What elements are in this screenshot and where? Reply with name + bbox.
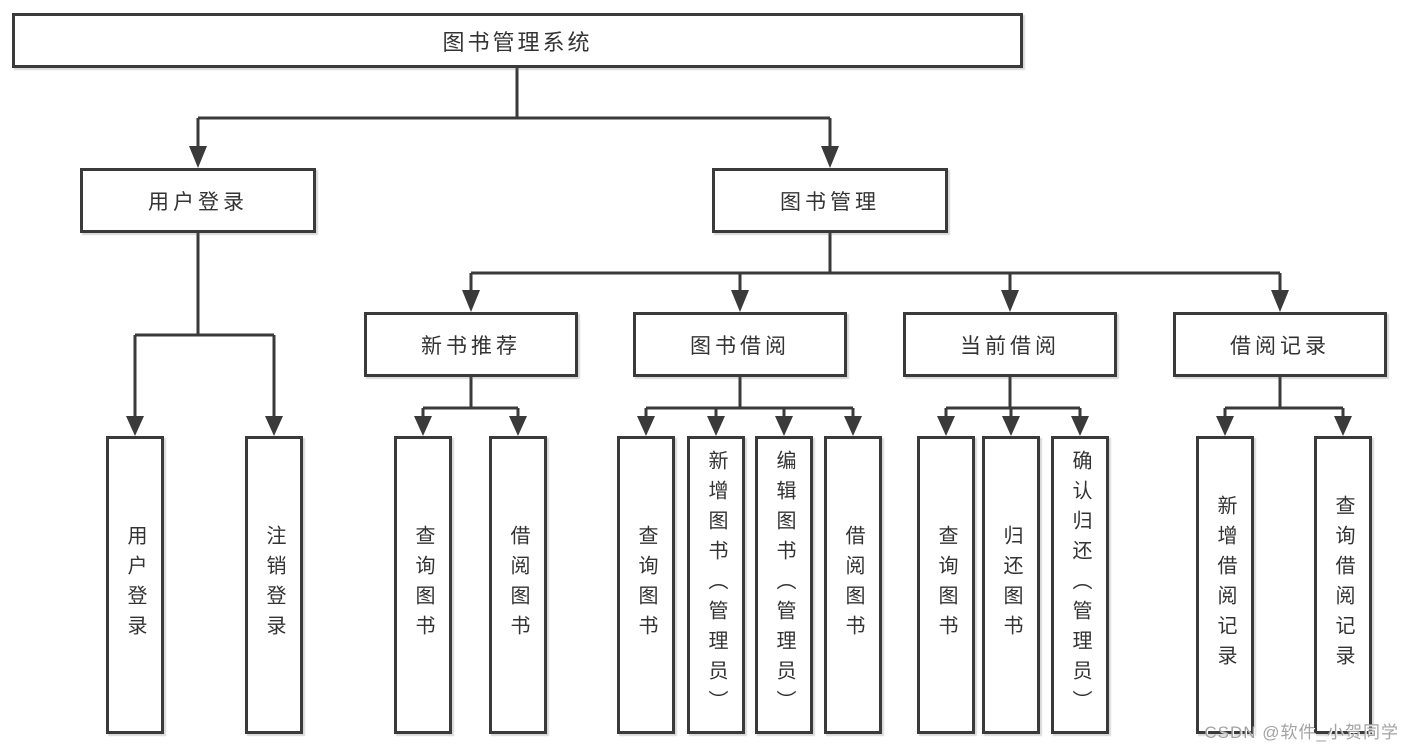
node-logout: 注销登录 [245, 436, 303, 734]
node-current-borrowing-label: 当前借阅 [960, 334, 1060, 358]
node-borrow-books-2-label: 借阅图书 [842, 525, 864, 645]
node-borrow-books-2: 借阅图书 [824, 436, 882, 734]
edge-new-book-recommend-to-leaves [414, 377, 527, 436]
edge-borrowing-records-to-leaves [1216, 377, 1352, 436]
node-query-books-1: 查询图书 [394, 436, 452, 734]
node-book-borrowing-label: 图书借阅 [690, 334, 790, 358]
node-book-management: 图书管理 [712, 168, 948, 233]
node-query-books-2: 查询图书 [617, 436, 675, 734]
node-query-books-3-label: 查询图书 [935, 525, 957, 645]
edge-book-borrowing-to-leaves [637, 377, 862, 436]
node-return-books-label: 归还图书 [1000, 525, 1022, 645]
node-book-management-label: 图书管理 [780, 190, 880, 214]
node-logout-label: 注销登录 [263, 525, 285, 645]
node-borrowing-records: 借阅记录 [1173, 312, 1387, 377]
node-query-borrow-record: 查询借阅记录 [1314, 436, 1372, 734]
edge-user-login-to-leaves [126, 233, 283, 436]
node-book-borrowing: 图书借阅 [633, 312, 847, 377]
node-add-borrow-record-label: 新增借阅记录 [1214, 495, 1236, 675]
node-edit-book-admin: 编辑图书（管理员） [755, 436, 813, 734]
node-borrow-books-1: 借阅图书 [489, 436, 547, 734]
node-new-book-recommend: 新书推荐 [364, 312, 578, 377]
node-query-books-2-label: 查询图书 [635, 525, 657, 645]
node-query-books-3: 查询图书 [917, 436, 975, 734]
edge-book-management-to-level3 [462, 233, 1289, 312]
node-edit-book-admin-label: 编辑图书（管理员） [773, 450, 795, 720]
node-borrowing-records-label: 借阅记录 [1230, 334, 1330, 358]
node-add-borrow-record: 新增借阅记录 [1196, 436, 1254, 734]
node-user-login: 用户登录 [80, 168, 316, 233]
node-library-management-system-label: 图书管理系统 [442, 29, 593, 55]
node-confirm-return-admin: 确认归还（管理员） [1051, 436, 1109, 734]
node-borrow-books-1-label: 借阅图书 [507, 525, 529, 645]
edge-current-borrowing-to-leaves [937, 377, 1089, 436]
node-query-borrow-record-label: 查询借阅记录 [1332, 495, 1354, 675]
csdn-watermark: CSDN @软件_小贺同学 [1204, 723, 1399, 742]
node-query-books-1-label: 查询图书 [412, 525, 434, 645]
node-login: 用户登录 [106, 436, 164, 734]
node-library-management-system: 图书管理系统 [12, 13, 1023, 68]
node-current-borrowing: 当前借阅 [903, 312, 1117, 377]
node-add-book-admin-label: 新增图书（管理员） [705, 450, 727, 720]
node-new-book-recommend-label: 新书推荐 [421, 334, 521, 358]
node-user-login-label: 用户登录 [148, 190, 248, 214]
node-login-label: 用户登录 [124, 525, 146, 645]
node-add-book-admin: 新增图书（管理员） [687, 436, 745, 734]
node-confirm-return-admin-label: 确认归还（管理员） [1069, 450, 1091, 720]
node-return-books: 归还图书 [982, 436, 1040, 734]
edge-root-to-level2 [189, 68, 839, 168]
